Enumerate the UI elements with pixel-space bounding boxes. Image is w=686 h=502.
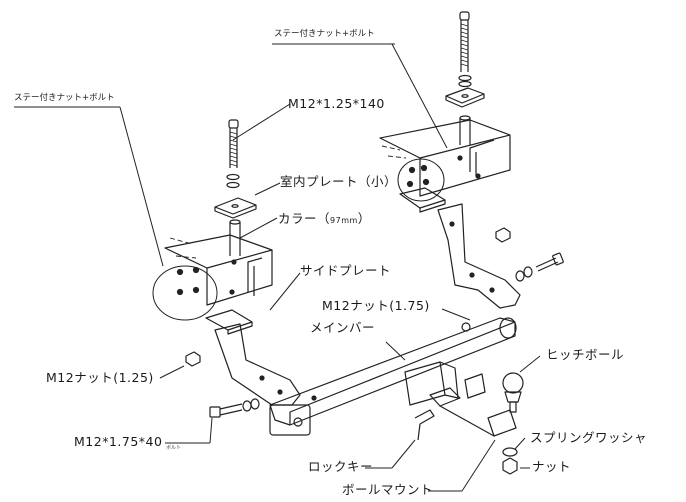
side-plate-right (437, 203, 521, 309)
label-main-bar: メインバー (310, 320, 376, 335)
label-ball-mount: ボールマウント (342, 482, 434, 497)
washer-right-2 (458, 80, 472, 88)
collar-left (229, 222, 241, 256)
frame-rail-left (164, 234, 273, 269)
main-bar (269, 317, 517, 436)
lock-key (414, 409, 435, 441)
spring-washer (502, 447, 518, 457)
right-bracket-assembly (379, 11, 521, 309)
nut-bottom (502, 457, 518, 475)
highlight-circle-left (152, 265, 218, 321)
highlight-circle-right (397, 158, 445, 202)
label-bolt-m12-40: M12*1.75*40 (74, 434, 163, 449)
label-lock-key: ロックキー (308, 459, 374, 474)
bolt-right-lower (515, 252, 564, 282)
left-bracket-assembly (164, 119, 301, 406)
bolt-left-lower (209, 398, 260, 418)
washer-right-1 (458, 74, 472, 82)
label-stay-nut-bolt-top: ステー付きナット+ボルト (274, 29, 375, 39)
label-collar: カラー（97mm） (278, 211, 371, 226)
label-bolt-m12-140: M12*1.25*140 (288, 96, 385, 111)
long-bolt-left (228, 119, 239, 168)
leader-lines (14, 43, 541, 492)
nut-right-top (495, 227, 511, 243)
label-hitch-ball: ヒッチボール (546, 347, 625, 362)
nut-left (185, 351, 201, 367)
hitch-ball (502, 372, 524, 413)
ball-mount (429, 373, 517, 437)
label-stay-nut-bolt-left: ステー付きナット+ボルト (14, 93, 115, 103)
side-plate-left (214, 323, 301, 406)
label-side-plate: サイドプレート (300, 263, 392, 278)
label-spring-washer: スプリングワッシャ (530, 430, 648, 445)
label-nut: ナット (532, 459, 572, 474)
label-nut-m12-175: M12ナット(1.75) (322, 298, 430, 313)
label-bolt-m12-40-note: ボルト (166, 445, 182, 451)
label-nut-m12-125: M12ナット(1.25) (46, 370, 154, 385)
label-inner-plate-small: 室内プレート（小） (280, 174, 398, 189)
frame-rail-right (379, 119, 511, 159)
long-bolt-right (459, 11, 470, 72)
